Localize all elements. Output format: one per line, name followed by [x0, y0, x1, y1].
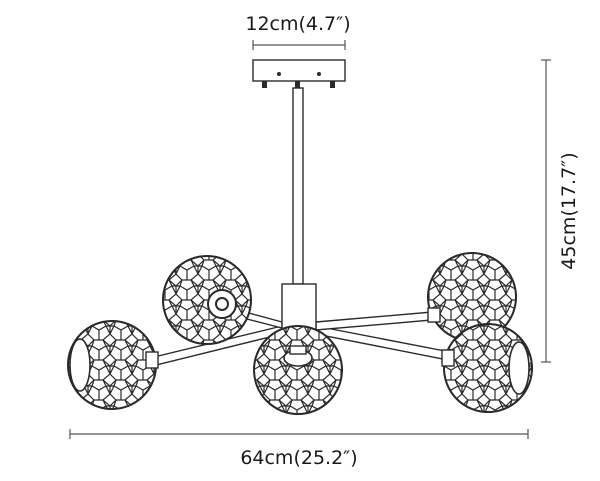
globe-front-center — [253, 325, 343, 415]
top-width-label: 12cm(4.7″) — [245, 13, 350, 35]
canopy — [252, 59, 346, 88]
globe-back-left — [162, 255, 252, 345]
arm-back-right — [315, 311, 433, 331]
canopy-screw-2 — [295, 81, 300, 88]
canopy-screw-1 — [262, 81, 267, 88]
canopy-dot-1 — [277, 72, 281, 76]
bottom-width-label: 64cm(25.2″) — [240, 447, 357, 469]
globe-opening-front-right — [508, 341, 530, 395]
top-width-dimension: 12cm(4.7″) — [245, 13, 351, 50]
socket-front-right — [441, 349, 455, 367]
bottom-width-dimension: 64cm(25.2″) — [69, 429, 529, 469]
socket-front-center — [289, 345, 307, 355]
canopy-dot-2 — [317, 72, 321, 76]
bulb-back-left — [207, 289, 237, 319]
stem-rod — [292, 87, 304, 285]
globe-front-right — [441, 323, 533, 413]
globe-back-right — [427, 252, 517, 342]
globe-opening-far-left — [69, 338, 91, 392]
height-label: 45cm(17.7″) — [558, 152, 580, 269]
socket-back-right — [427, 307, 441, 323]
height-dimension: 45cm(17.7″) — [541, 59, 580, 363]
globe-far-left — [67, 320, 159, 410]
socket-far-left — [145, 351, 159, 369]
canopy-plate — [252, 59, 346, 82]
canopy-screw-3 — [330, 81, 335, 88]
